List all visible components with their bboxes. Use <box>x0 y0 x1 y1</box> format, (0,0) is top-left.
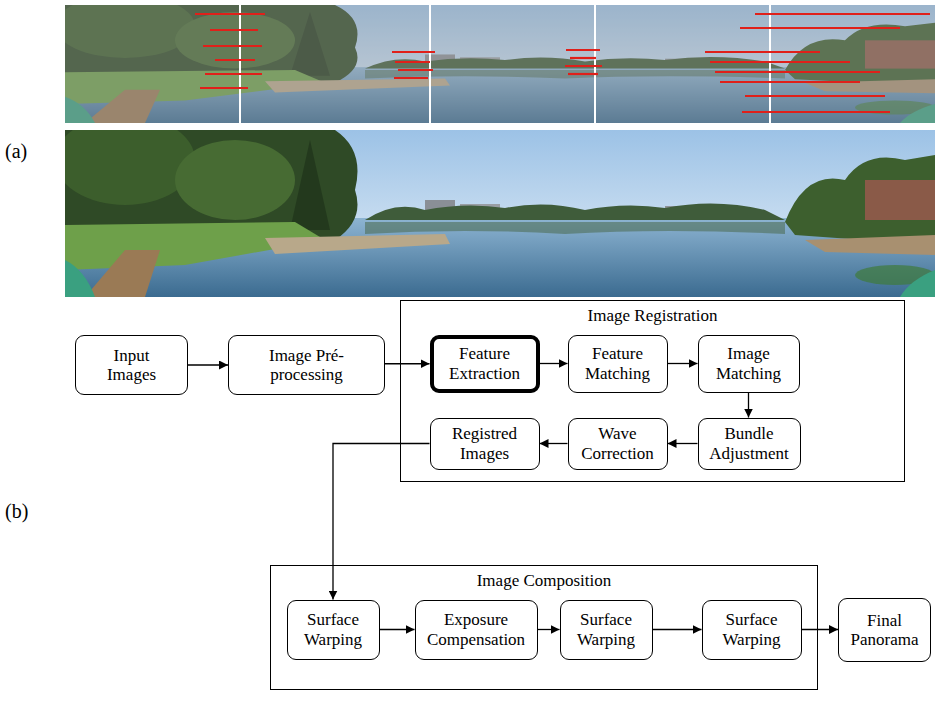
process-box: Image Pré-processing <box>228 335 385 395</box>
box-label: Bundle Adjustment <box>704 424 794 462</box>
flow-arrow <box>653 629 702 630</box>
group-box: Feature Extraction Feature Matching Image … <box>400 300 905 482</box>
process-box: Surface Warping <box>702 600 802 660</box>
box-label: Surface Warping <box>298 610 368 648</box>
flow-arrow <box>385 363 430 364</box>
group-box: Surface Warping Exposure Compensation Surf… <box>270 565 818 690</box>
box-label: Input Images <box>102 346 162 384</box>
panel-label: (a) <box>5 140 27 163</box>
process-box: Image Matching <box>698 335 800 393</box>
process-box: Final Panorama <box>838 598 931 662</box>
flow-arrow <box>380 629 415 630</box>
box-label: Image Pré-processing <box>251 346 363 384</box>
process-box: Wave Correction <box>568 418 668 470</box>
box-label: Image Matching <box>713 344 785 382</box>
flow-arrow <box>668 443 698 444</box>
flow-arrow <box>538 629 560 630</box>
flow-arrow <box>802 629 839 630</box>
flow-arrow <box>333 444 430 600</box>
process-box: Surface Warping <box>560 600 653 660</box>
box-label: Final Panorama <box>845 611 925 649</box>
box-label: Feature Extraction <box>445 344 525 382</box>
group-heading: Image Registration <box>401 306 904 325</box>
flow-arrow <box>668 363 698 364</box>
process-box: Feature Extraction <box>430 335 540 393</box>
box-label: Wave Correction <box>576 424 660 462</box>
process-box: Registred Images <box>430 418 540 470</box>
panel-label: (b) <box>5 500 28 523</box>
process-box: Feature Matching <box>568 335 668 393</box>
box-label: Surface Warping <box>717 610 787 648</box>
box-label: Exposure Compensation <box>421 610 531 648</box>
box-label: Registred Images <box>443 424 527 462</box>
process-box: Exposure Compensation <box>415 600 538 660</box>
box-label: Surface Warping <box>571 610 641 648</box>
group-heading: Image Composition <box>271 571 817 590</box>
flow-arrow <box>748 393 749 418</box>
box-label: Feature Matching <box>578 344 658 382</box>
process-box: Surface Warping <box>287 600 380 660</box>
process-box: Bundle Adjustment <box>698 418 801 470</box>
flow-arrow <box>540 443 568 444</box>
flow-arrow <box>540 363 568 364</box>
process-box: Input Images <box>75 335 188 395</box>
flow-arrow <box>188 364 228 365</box>
